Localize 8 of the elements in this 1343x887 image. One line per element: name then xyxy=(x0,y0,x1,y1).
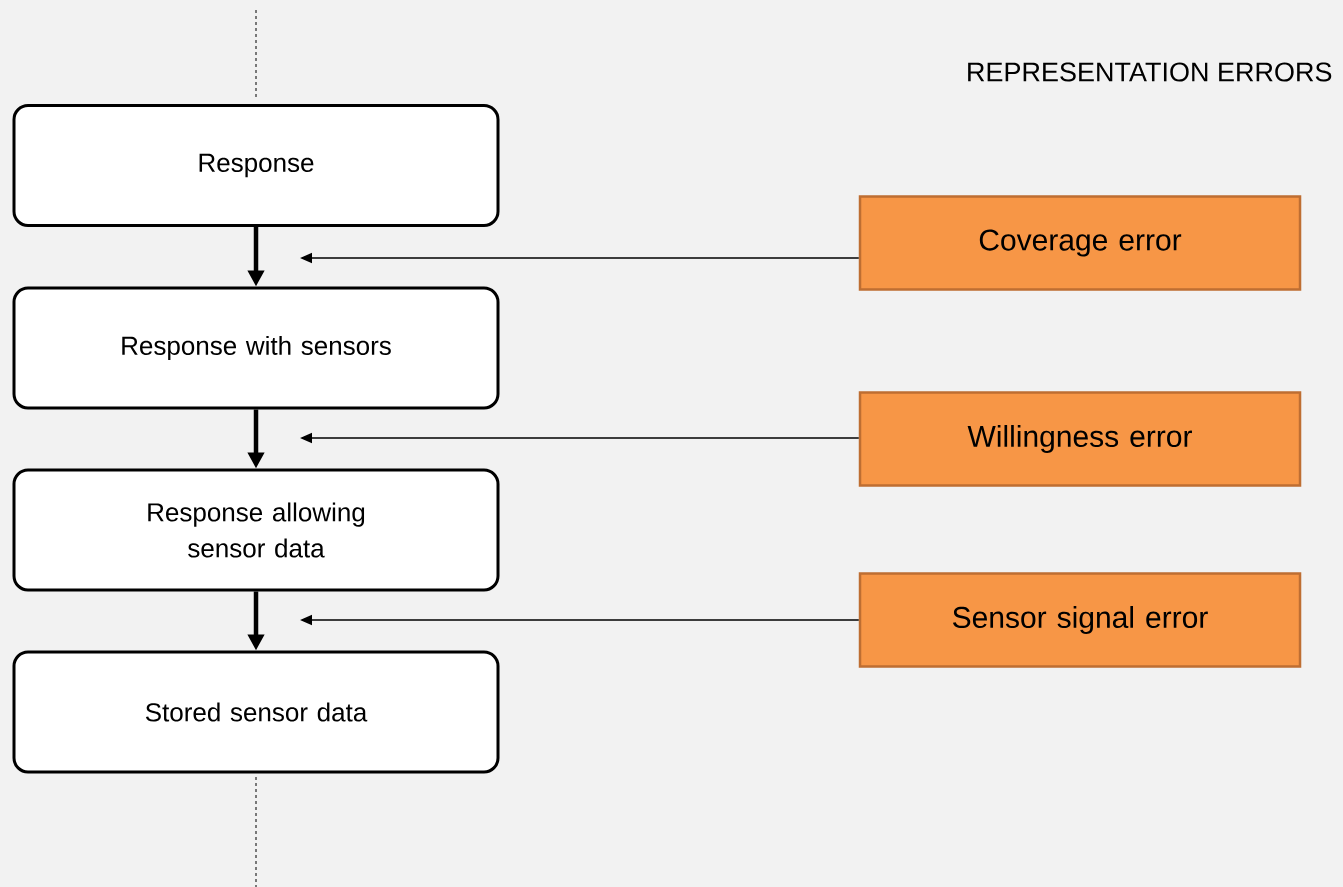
process-box: Response with sensors xyxy=(12,286,500,410)
process-box: Response xyxy=(12,104,500,227)
error-box: Sensor signal error xyxy=(858,572,1302,668)
heading: REPRESENTATION ERRORS xyxy=(968,62,1332,82)
process-box: Stored sensor data xyxy=(12,650,500,774)
error-box: Willingness error xyxy=(858,391,1302,487)
process-box: Response allowing sensor data xyxy=(12,468,500,592)
error-box: Coverage error xyxy=(858,195,1302,291)
